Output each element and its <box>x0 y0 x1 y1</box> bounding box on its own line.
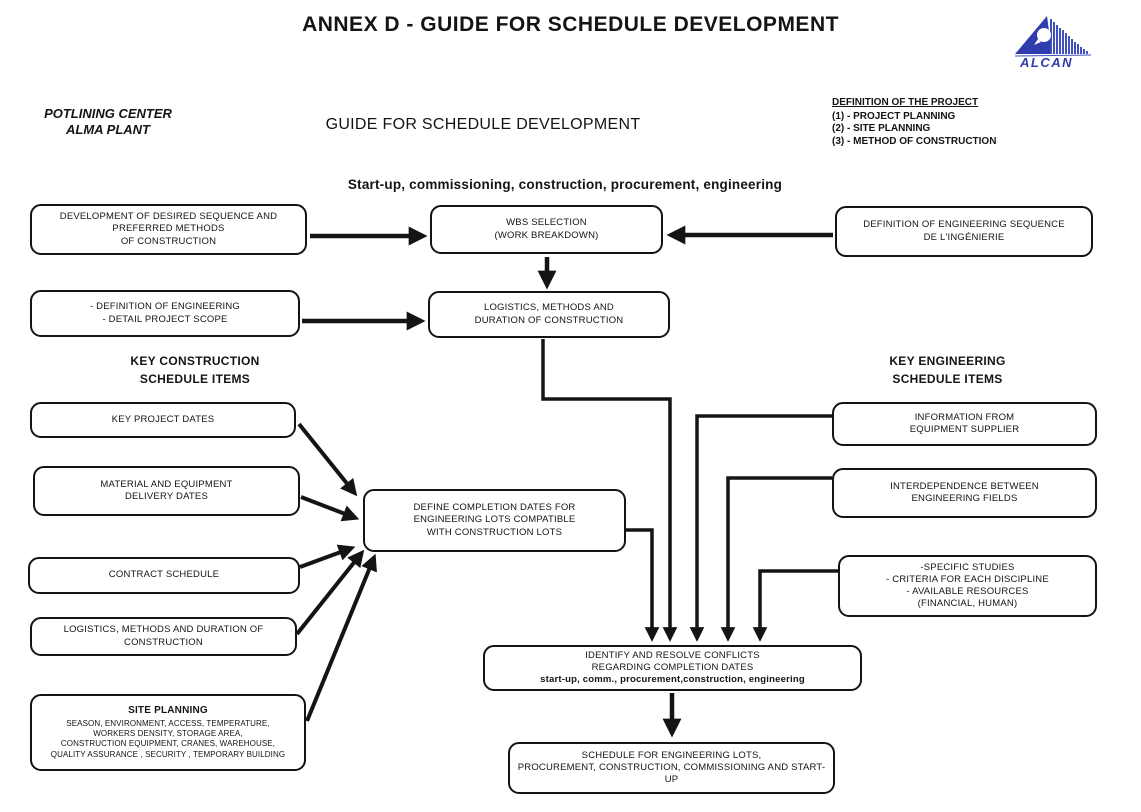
box-label: INTERDEPENDENCE BETWEEN ENGINEERING FIEL… <box>890 480 1039 504</box>
box-engineering-sequence: DEFINITION OF ENGINEERING SEQUENCE DE L'… <box>835 206 1093 257</box>
box-label: KEY PROJECT DATES <box>111 413 215 425</box>
box-label: LOGISTICS, METHODS AND DURATION OF CONST… <box>63 624 264 648</box>
box-label: IDENTIFY AND RESOLVE CONFLICTS REGARDING… <box>585 649 760 673</box>
box-identify-resolve-conflicts: IDENTIFY AND RESOLVE CONFLICTS REGARDING… <box>483 645 862 691</box>
connector-logisticsleft-to-define <box>295 549 365 636</box>
box-label: MATERIAL AND EQUIPMENT DELIVERY DATES <box>100 478 233 502</box>
box-logistics-duration: LOGISTICS, METHODS AND DURATION OF CONST… <box>428 291 670 338</box>
box-label: DEVELOPMENT OF DESIRED SEQUENCE AND PREF… <box>59 211 278 247</box>
definition-item-2: (2) - SITE PLANNING <box>832 123 931 135</box>
box-contract-schedule: CONTRACT SCHEDULE <box>28 557 300 594</box>
connector-interdependence-to-identify <box>720 476 832 642</box>
box-label: DEFINITION OF ENGINEERING SEQUENCE DE L'… <box>863 219 1065 243</box>
box-site-planning: SITE PLANNING SEASON, ENVIRONMENT, ACCES… <box>30 694 306 771</box>
definition-heading: DEFINITION OF THE PROJECT <box>832 97 979 108</box>
alcan-logo-text: ALCAN <box>1019 55 1073 70</box>
connector-logistics-to-identify <box>541 339 678 642</box>
connector-keydates-to-define <box>297 422 358 497</box>
box-label: WBS SELECTION (WORK BREAKDOWN) <box>494 217 599 241</box>
definition-item-3: (3) - METHOD OF CONSTRUCTION <box>832 135 997 147</box>
definition-of-project-block: DEFINITION OF THE PROJECT (1) - PROJECT … <box>832 97 1092 148</box>
box-label: -SPECIFIC STUDIES - CRITERIA FOR EACH DI… <box>886 561 1049 610</box>
box-site-planning-title: SITE PLANNING <box>128 704 208 716</box>
alcan-logo: ALCAN <box>1014 16 1092 70</box>
box-define-completion-dates: DEFINE COMPLETION DATES FOR ENGINEERING … <box>363 489 626 552</box>
box-interdependence: INTERDEPENDENCE BETWEEN ENGINEERING FIEL… <box>832 468 1097 518</box>
box-label: SCHEDULE FOR ENGINEERING LOTS, PROCUREME… <box>517 749 826 786</box>
box-final-schedule: SCHEDULE FOR ENGINEERING LOTS, PROCUREME… <box>508 742 835 794</box>
box-information-from-supplier: INFORMATION FROM EQUIPMENT SUPPLIER <box>832 402 1097 446</box>
box-label: DEFINE COMPLETION DATES FOR ENGINEERING … <box>413 502 576 538</box>
box-development-sequence: DEVELOPMENT OF DESIRED SEQUENCE AND PREF… <box>30 204 307 255</box>
connector-studies-to-identify <box>752 569 838 642</box>
definition-item-1: (1) - PROJECT PLANNING <box>832 110 956 122</box>
box-specific-studies: -SPECIFIC STUDIES - CRITERIA FOR EACH DI… <box>838 555 1097 617</box>
box-logistics-left: LOGISTICS, METHODS AND DURATION OF CONST… <box>30 617 297 656</box>
heading-key-construction: KEY CONSTRUCTION SCHEDULE ITEMS <box>130 354 260 386</box>
connector-define-to-identify <box>626 528 660 642</box>
box-wbs-selection: WBS SELECTION (WORK BREAKDOWN) <box>430 205 663 254</box>
box-label: - DEFINITION OF ENGINEERING - DETAIL PRO… <box>89 301 240 325</box>
connector-supplier-to-identify <box>689 414 832 642</box>
connector-siteplanning-to-define <box>305 553 377 722</box>
box-site-planning-body: SEASON, ENVIRONMENT, ACCESS, TEMPERATURE… <box>50 718 286 759</box>
heading-key-engineering: KEY ENGINEERING SCHEDULE ITEMS <box>889 354 1006 386</box>
box-label: CONTRACT SCHEDULE <box>108 569 220 581</box>
document-subtitle: GUIDE FOR SCHEDULE DEVELOPMENT <box>325 116 641 133</box>
phases-line: Start-up, commissioning, construction, p… <box>347 177 783 192</box>
plant-label: POTLINING CENTER ALMA PLANT <box>44 106 172 137</box>
box-label: INFORMATION FROM EQUIPMENT SUPPLIER <box>909 411 1020 435</box>
connector-material-to-define <box>300 495 360 522</box>
connector-contract-to-define <box>299 544 356 569</box>
box-definition-of-engineering: - DEFINITION OF ENGINEERING - DETAIL PRO… <box>30 290 300 337</box>
box-material-delivery-dates: MATERIAL AND EQUIPMENT DELIVERY DATES <box>33 466 300 516</box>
page-title: ANNEX D - GUIDE FOR SCHEDULE DEVELOPMENT <box>302 13 839 36</box>
box-label: LOGISTICS, METHODS AND DURATION OF CONST… <box>474 302 624 326</box>
box-key-project-dates: KEY PROJECT DATES <box>30 402 296 438</box>
box-identify-sub-label: start-up, comm., procurement,constructio… <box>540 674 805 686</box>
